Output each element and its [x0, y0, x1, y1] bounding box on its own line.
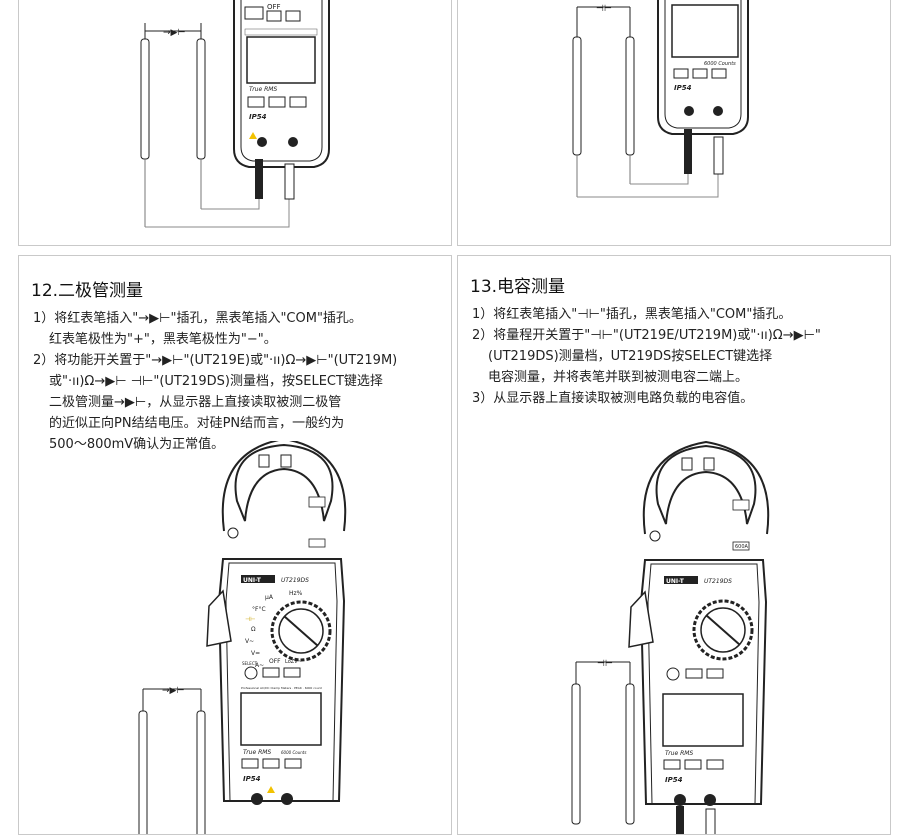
true-rms-cap: True RMS — [665, 750, 693, 757]
cap-dial-label: ⊣⊢ — [245, 616, 255, 623]
step-line: 2）将量程开关置于"⊣⊢"(UT219E/UT219M)或"·ıı)Ω→▶⊢" — [472, 328, 821, 343]
diode-symbol: →▶⊢ — [162, 686, 184, 696]
loz-label: LoZV~ — [285, 659, 302, 665]
step-line: 二极管测量→▶⊢，从显示器上直接读取被测二极管 — [49, 395, 342, 410]
true-rms: True RMS — [243, 749, 271, 756]
capacitor-section-panel: 13.电容测量 1）将红表笔插入"⊣⊢"插孔，黑表笔插入"COM"插孔。 2）将… — [457, 255, 891, 835]
capacitor-measurement-illustration-top: 6000 Counts IP54 ⊣⊢ — [572, 0, 749, 198]
model-label: UT219DS — [281, 577, 309, 584]
vdc-label: V= — [251, 650, 260, 657]
step-line: 红表笔极性为"+"，黑表笔极性为"−"。 — [49, 332, 277, 347]
jaw-rating: 600A — [735, 544, 749, 550]
ua-label: μA — [265, 594, 274, 601]
model-label-cap: UT219DS — [704, 578, 732, 585]
step-line: 1）将红表笔插入"→▶⊢"插孔，黑表笔插入"COM"插孔。 — [33, 311, 362, 326]
select-label: SELECT — [242, 661, 258, 666]
diode-steps: 1）将红表笔插入"→▶⊢"插孔，黑表笔插入"COM"插孔。 红表笔极性为"+"，… — [33, 308, 443, 455]
diode-measurement-illustration-top: OFF True RMS IP54 →▶⊢ — [140, 0, 330, 228]
capacitor-symbol-top: ⊣⊢ — [596, 4, 612, 14]
ip-label-cap: IP54 — [665, 776, 683, 784]
capacitor-symbol: ⊣⊢ — [597, 659, 613, 669]
diode-symbol-top: →▶⊢ — [163, 28, 185, 38]
aac-label: A~ — [255, 662, 264, 669]
ip-rating-right: IP54 — [674, 84, 692, 92]
step-line: 500～800mV确认为正常值。 — [49, 437, 225, 452]
vac-label: V~ — [245, 638, 254, 645]
meter-off-label: OFF — [267, 3, 281, 11]
off-label: OFF — [269, 658, 281, 665]
step-line: 2）将功能开关置于"→▶⊢"(UT219E)或"·ıı)Ω→▶⊢"(UT219M… — [33, 353, 398, 368]
screen-title: Professional AC/DC Clamp Meters · PEAK ·… — [241, 686, 323, 690]
ip-label: IP54 — [243, 775, 261, 783]
capacitor-steps: 1）将红表笔插入"⊣⊢"插孔，黑表笔插入"COM"插孔。 2）将量程开关置于"⊣… — [472, 304, 882, 409]
section-title: 13.电容测量 — [470, 277, 566, 297]
true-rms-label: True RMS — [249, 86, 277, 93]
test-probes: →▶⊢ — [140, 23, 295, 228]
counts: 6000 Counts — [281, 750, 306, 755]
step-line: 3）从显示器上直接读取被测电路负载的电容值。 — [472, 391, 754, 406]
hz-label: Hz% — [289, 590, 303, 597]
step-line: 1）将红表笔插入"⊣⊢"插孔，黑表笔插入"COM"插孔。 — [472, 307, 792, 322]
ip-rating: IP54 — [249, 113, 267, 121]
top-right-panel: 6000 Counts IP54 ⊣⊢ — [457, 0, 891, 246]
clamp-meter-lower: OFF True RMS IP54 — [233, 0, 330, 168]
step-line: 的近似正向PN结结电压。对硅PN结而言，一般约为 — [49, 416, 345, 431]
step-line: (UT219DS)测量档，UT219DS按SELECT键选择 — [488, 349, 773, 364]
clamp-meter-illustration-capacitor: 600A UNI-T UT219DS True RMS IP54 ⊣⊢ — [571, 440, 770, 834]
top-left-panel: OFF True RMS IP54 →▶⊢ — [18, 0, 452, 246]
brand-label: UNI-T — [243, 577, 262, 584]
section-title: 12.二极管测量 — [31, 281, 144, 301]
ohm-label: Ω — [251, 626, 256, 633]
test-probes-right: ⊣⊢ — [572, 4, 724, 198]
step-line: 电容测量，并将表笔并联到被测电容二端上。 — [488, 370, 749, 385]
counts-label: 6000 Counts — [704, 61, 736, 67]
diode-section-panel: 12.二极管测量 1）将红表笔插入"→▶⊢"插孔，黑表笔插入"COM"插孔。 红… — [18, 255, 452, 835]
temp-label: °F°C — [252, 606, 266, 613]
clamp-meter-illustration: UNI-T UT219DS Hz% μA °F°C ⊣⊢ Ω V~ V= A~ … — [138, 441, 347, 834]
clamp-meter-lower-right: 6000 Counts IP54 — [657, 0, 749, 135]
step-line: 或"·ıı)Ω→▶⊢ ⊣⊢"(UT219DS)测量档，按SELECT键选择 — [49, 374, 383, 389]
brand-label-cap: UNI-T — [666, 578, 685, 585]
